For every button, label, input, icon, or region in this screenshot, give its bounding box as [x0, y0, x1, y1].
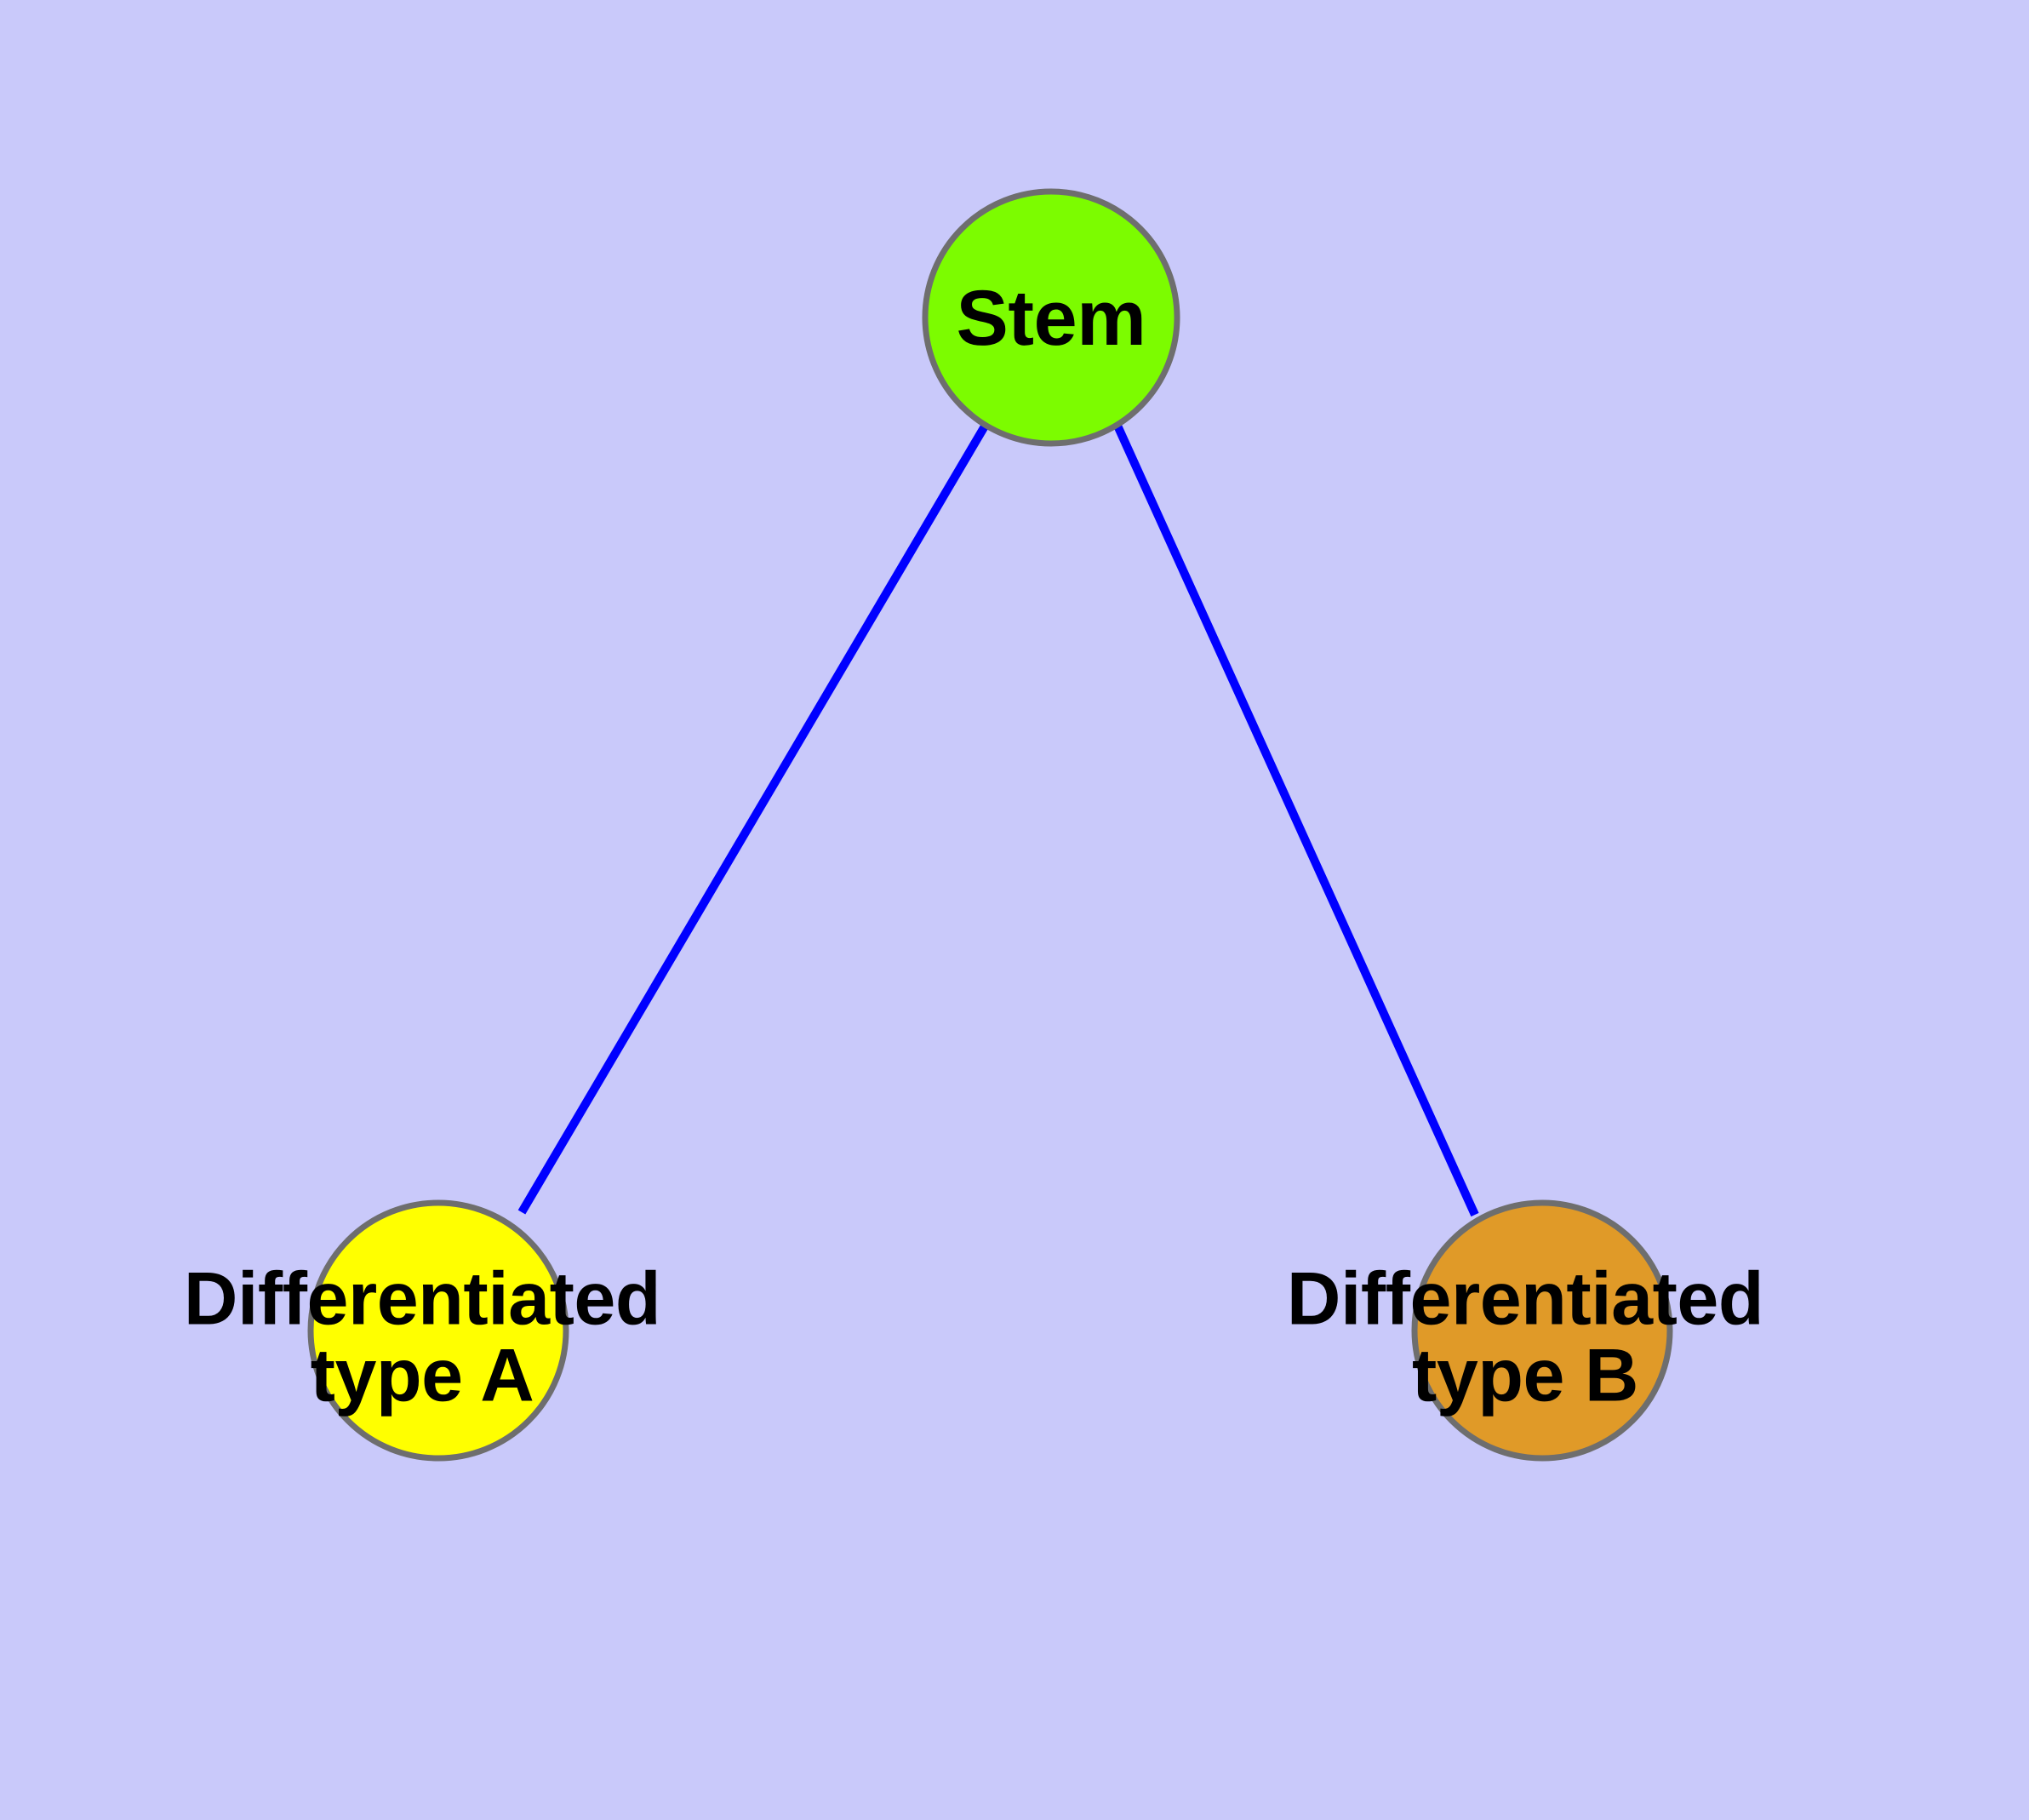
nodes-layer [307, 188, 1673, 1462]
edges-layer [517, 422, 1479, 1217]
graph-edge-stem-to-diff-a [517, 422, 990, 1215]
graph-edge-stem-to-diff-b [1113, 423, 1479, 1217]
graph-node-stem[interactable] [922, 188, 1180, 447]
graph-node-diff-b[interactable] [1411, 1199, 1673, 1462]
graph-node-diff-a[interactable] [307, 1199, 569, 1462]
